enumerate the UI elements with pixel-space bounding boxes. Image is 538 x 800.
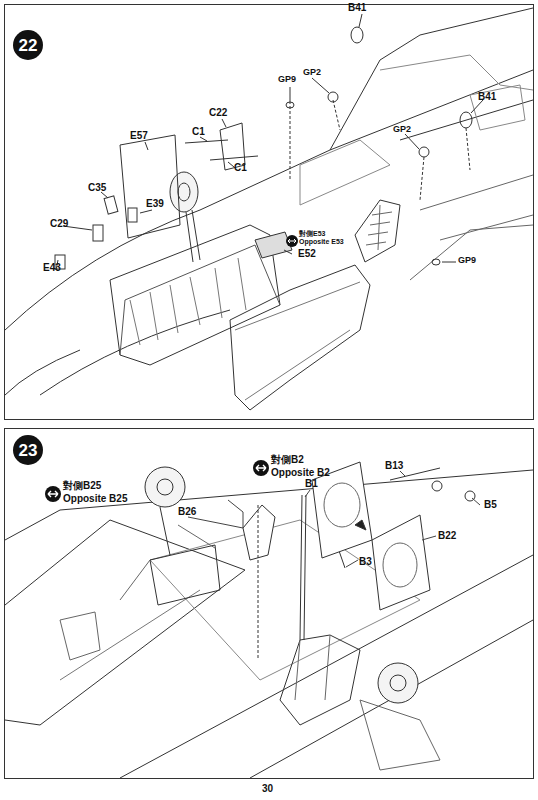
part-label: B1: [305, 479, 318, 489]
page-number: 30: [262, 784, 273, 794]
step-number: 22: [13, 30, 43, 60]
step-number-text: 23: [19, 442, 38, 459]
step-number-text: 22: [19, 37, 38, 54]
part-label: C22: [209, 108, 227, 118]
part-label: B13: [385, 461, 403, 471]
part-label: GP2: [393, 125, 411, 134]
part-label: B41: [348, 3, 366, 13]
part-label: E57: [130, 131, 148, 141]
part-label: Opposite B2: [271, 468, 330, 478]
part-label: Opposite E53: [299, 238, 344, 245]
part-label: B26: [178, 507, 196, 517]
part-label: B22: [438, 531, 456, 541]
part-label: B41: [478, 92, 496, 102]
part-label: 對側B25: [63, 481, 101, 491]
part-label: C29: [50, 219, 68, 229]
opposite-icon: [45, 235, 298, 502]
part-label: GP9: [458, 256, 476, 265]
step-number: 23: [13, 435, 43, 465]
part-label: Opposite B25: [63, 494, 127, 504]
part-label: 對側E53: [299, 230, 325, 237]
part-label: 對側B2: [271, 455, 304, 465]
part-label: C1: [192, 127, 205, 137]
part-label: C35: [88, 183, 106, 193]
part-label: E43: [43, 263, 61, 273]
part-label: E39: [146, 199, 164, 209]
part-label: E52: [298, 249, 316, 259]
part-label: C1: [234, 163, 247, 173]
part-label: GP2: [303, 68, 321, 77]
part-label: GP9: [278, 75, 296, 84]
part-label: B5: [484, 500, 497, 510]
part-label: B3: [359, 557, 372, 567]
